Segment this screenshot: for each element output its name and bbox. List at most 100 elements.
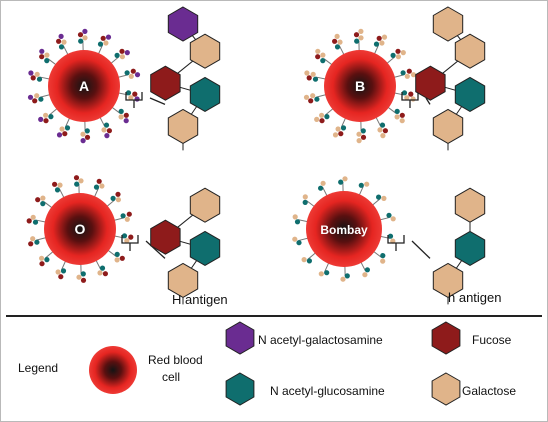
glycan-dot — [43, 118, 49, 124]
glycan-dot — [103, 122, 110, 128]
glycan-dot — [118, 114, 124, 120]
glycan-dot — [406, 68, 412, 74]
glycan-dot — [342, 176, 348, 182]
glycan-dot — [44, 257, 50, 263]
red-blood-cell — [48, 50, 120, 122]
glycan-dot — [354, 38, 360, 44]
legend-title: Legend — [18, 361, 58, 375]
glycan-dot — [395, 54, 401, 60]
fucose-hexagon — [150, 65, 181, 101]
glycan-dot — [340, 276, 346, 282]
glycan-dot — [318, 185, 324, 191]
glycan-dot — [399, 118, 405, 124]
glycan-dot — [304, 70, 310, 76]
glycan-dot — [101, 127, 107, 133]
glycan-dot — [97, 270, 103, 276]
legend-galactose-label: Galactose — [462, 384, 516, 398]
glycan-dot — [73, 175, 80, 181]
glycan-dot — [410, 72, 417, 78]
glycan-dot — [123, 118, 129, 124]
glycan-dot — [324, 270, 330, 276]
glycan-dot — [335, 126, 341, 132]
glycan-dot — [376, 35, 382, 41]
glycan-dot — [76, 274, 82, 280]
glycan-dot — [82, 35, 88, 41]
glycan-dot — [294, 219, 301, 225]
glycan-dot — [386, 212, 392, 218]
glycan-dot — [59, 126, 65, 132]
glycan-dot — [114, 251, 120, 257]
glycan-dot — [320, 52, 326, 58]
n-acetyl-galactosamine-hexagon — [167, 6, 199, 42]
antigen-chain-a — [125, 6, 221, 151]
cell-label: O — [75, 221, 86, 237]
glycan-dot — [360, 128, 366, 134]
glycan-dot — [115, 197, 121, 203]
legend-n-acetyl-glucosamine-icon — [225, 372, 255, 406]
galactose-hexagon — [432, 108, 464, 144]
glycan-dot — [32, 219, 39, 225]
glycan-dot — [358, 35, 364, 41]
glycan-dot — [114, 257, 120, 263]
glycan-dot — [308, 98, 314, 104]
glycan-dot — [34, 239, 40, 245]
glycan-dot — [128, 234, 134, 240]
glycan-dot — [36, 76, 43, 82]
glycan-dot — [99, 183, 105, 189]
red-blood-cell — [44, 193, 116, 265]
antigen-chain-o — [121, 187, 221, 305]
cell-to-chain-line — [149, 97, 166, 105]
glycan-dot — [379, 122, 386, 128]
glycan-dot — [320, 58, 326, 64]
n-acetyl-glucosamine-hexagon — [454, 76, 486, 112]
glycan-dot — [118, 108, 124, 114]
glycan-dot — [123, 112, 129, 118]
h-antigen-caption: H antigen — [172, 292, 228, 307]
legend-red-blood-cell-label-line1: Red blood — [148, 353, 203, 367]
glycan-dot — [80, 131, 86, 137]
glycan-dot — [390, 52, 396, 59]
galactose-hexagon — [432, 262, 464, 298]
glycan-dot — [124, 216, 130, 222]
glycan-dot — [364, 267, 370, 273]
bracket-connector — [387, 235, 405, 251]
glycan-dot — [84, 128, 90, 134]
glycan-dot — [315, 48, 321, 54]
legend-n-acetyl-galactosamine-icon — [225, 321, 255, 355]
glycan-dot — [387, 233, 394, 239]
legend-n-acetyl-glucosamine-label: N acetyl-glucosamine — [270, 384, 385, 398]
glycan-dot — [34, 93, 40, 99]
glycan-dot — [84, 134, 91, 140]
glycan-dot — [340, 125, 347, 131]
galactose-hexagon — [189, 33, 221, 69]
glycan-dot — [44, 52, 50, 58]
cell-label: A — [79, 78, 89, 94]
n-acetyl-glucosamine-hexagon — [189, 76, 221, 112]
glycan-dot — [301, 257, 307, 263]
glycan-dot — [121, 233, 128, 239]
glycan-dot — [43, 112, 49, 118]
legend-red-blood-cell-label-line2: cell — [162, 370, 180, 384]
glycan-dot — [80, 138, 86, 144]
glycan-dot — [56, 132, 63, 138]
legend-fucose-icon — [431, 321, 461, 355]
glycan-dot — [32, 98, 38, 104]
glycan-dot — [134, 96, 140, 102]
glycan-dot — [377, 127, 383, 133]
glycan-dot — [114, 52, 120, 59]
legend: Legend Red blood cell N acetyl-galactosa… — [18, 321, 516, 406]
glycan-dot — [296, 240, 302, 246]
cell-group-a: A — [27, 28, 141, 144]
glycan-dot — [292, 236, 298, 242]
glycan-dot — [401, 90, 408, 96]
glycan-dot — [310, 71, 316, 77]
glycan-dot — [373, 41, 380, 47]
glycan-dot — [382, 128, 388, 134]
glycan-dot — [100, 35, 106, 41]
glycan-dot — [400, 70, 406, 76]
cell-to-chain-line — [145, 240, 166, 259]
glycan-dot — [314, 96, 320, 102]
legend-fucose-label: Fucose — [472, 333, 512, 347]
glycan-dot — [40, 195, 46, 201]
glycan-dot — [26, 218, 32, 224]
